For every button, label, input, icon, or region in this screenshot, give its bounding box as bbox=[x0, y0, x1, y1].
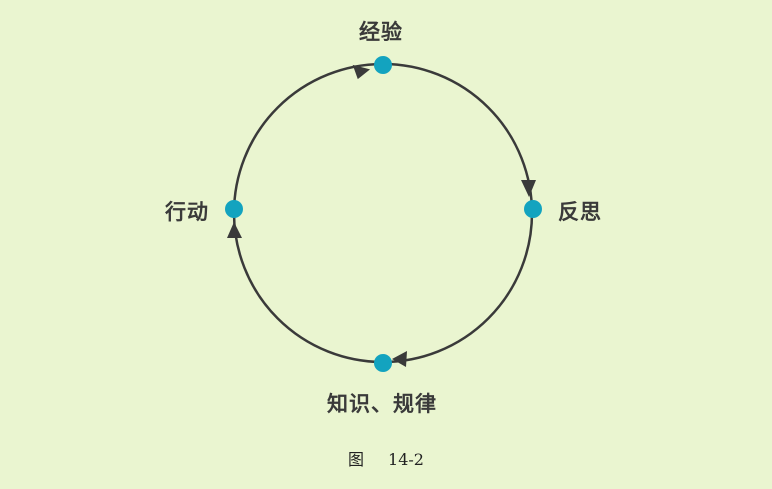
node-bottom-dot bbox=[374, 354, 392, 372]
node-label-knowledge: 知识、规律 bbox=[327, 392, 437, 416]
figure-caption: 图 14-2 bbox=[0, 446, 772, 470]
cycle-ring bbox=[232, 62, 534, 364]
node-left-dot bbox=[225, 200, 243, 218]
arrow-head-right-upper bbox=[521, 180, 536, 197]
arrow-head-left-lower bbox=[227, 222, 242, 238]
caption-prefix: 图 bbox=[348, 450, 365, 469]
arrow-head-bottom-right bbox=[392, 351, 407, 367]
caption-number: 14-2 bbox=[388, 450, 424, 469]
arrow-head-top-left bbox=[352, 64, 371, 80]
node-label-experience: 经验 bbox=[359, 20, 403, 44]
node-top-dot bbox=[374, 56, 392, 74]
node-label-reflection: 反思 bbox=[558, 200, 602, 224]
node-label-action: 行动 bbox=[165, 200, 209, 224]
node-right-dot bbox=[524, 200, 542, 218]
